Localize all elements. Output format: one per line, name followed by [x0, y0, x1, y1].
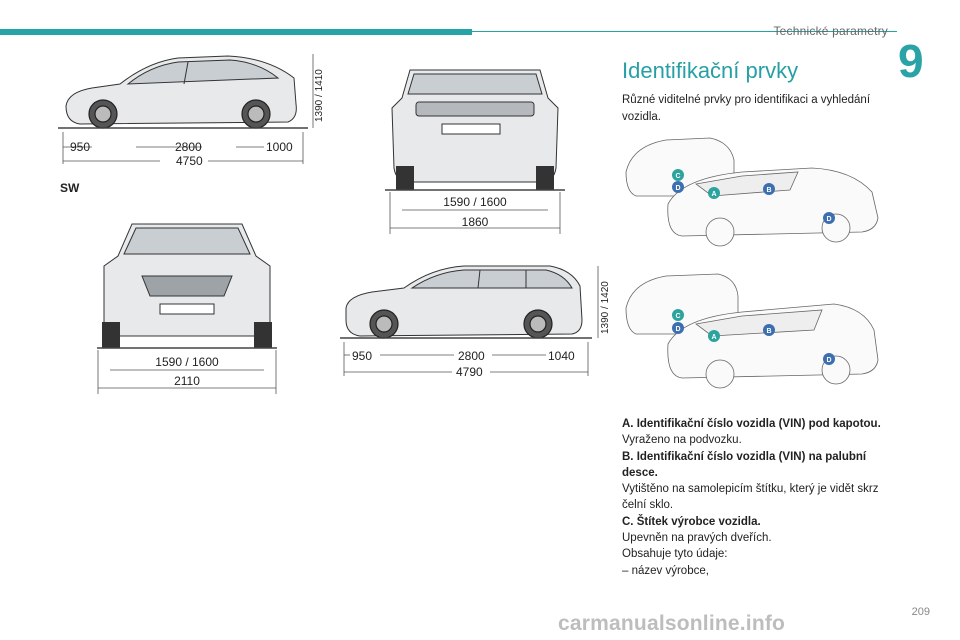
marker-d2-label-sw: D: [826, 357, 831, 364]
marker-d2-label: D: [826, 216, 831, 223]
item-c-text-3: – název výrobce,: [622, 564, 709, 577]
watermark: carmanualsonline.info: [558, 612, 786, 635]
sw-length: 4790: [456, 365, 483, 379]
sw-label: SW: [60, 181, 80, 195]
identification-illustration-sedan: C D A B D: [625, 137, 879, 247]
marker-d-label: D: [675, 185, 680, 192]
sedan-height: 1390 / 1410: [314, 69, 325, 122]
sedan-wheelbase: 2800: [175, 140, 202, 154]
sw-front-track: 1590 / 1600: [155, 355, 219, 369]
header-rule: [472, 31, 897, 32]
sw-front-width: 2110: [174, 374, 200, 388]
item-a-text: Vyraženo na podvozku.: [622, 434, 742, 447]
item-c-text-2: Obsahuje tyto údaje:: [622, 548, 728, 561]
sw-front-overhang: 950: [352, 349, 372, 363]
identification-illustration-sw: C D A B D: [625, 273, 879, 389]
item-a-title: A. Identifikační číslo vozidla (VIN) pod…: [622, 418, 881, 430]
sedan-rear-width: 1860: [462, 215, 489, 229]
sedan-front-overhang: 950: [70, 140, 90, 154]
marker-c-label-sw: C: [675, 313, 680, 320]
item-c-text-1: Upevněn na pravých dveřích.: [622, 532, 772, 545]
sedan-length: 4750: [176, 154, 203, 168]
page-heading: Identifikační prvky: [622, 58, 799, 83]
sedan-side-diagram: 950 2800 1000 4750 1390 / 1410: [58, 54, 325, 168]
item-b-title: B. Identifikační číslo vozidla (VIN) na …: [622, 450, 867, 479]
marker-d-label-sw: D: [675, 326, 680, 333]
chapter-number: 9: [898, 35, 924, 87]
sw-side-diagram: 950 2800 1040 4790 1390 / 1420: [340, 265, 610, 379]
marker-a-label-sw: A: [711, 334, 716, 341]
section-title: Technické parametry: [773, 24, 888, 38]
sedan-rear-diagram: 1590 / 1600 1860: [385, 69, 565, 234]
sw-wheelbase: 2800: [458, 349, 485, 363]
sedan-rear-track: 1590 / 1600: [443, 195, 507, 209]
sedan-rear-overhang: 1000: [266, 140, 293, 154]
marker-a-label: A: [711, 191, 716, 198]
marker-c-label: C: [675, 173, 680, 180]
item-c-title: C. Štítek výrobce vozidla.: [622, 515, 761, 528]
identification-list: A. Identifikační číslo vozidla (VIN) pod…: [622, 416, 892, 579]
header-accent-bar: [0, 29, 472, 35]
marker-b-label: B: [766, 187, 771, 194]
marker-b-label-sw: B: [766, 328, 771, 335]
sw-front-diagram: 1590 / 1600 2110: [97, 223, 277, 394]
intro-text: Různé viditelné prvky pro identifikaci a…: [622, 94, 871, 123]
item-b-text: Vytištěno na samolepicím štítku, který j…: [622, 483, 879, 512]
sw-rear-overhang: 1040: [548, 349, 575, 363]
sw-height: 1390 / 1420: [600, 281, 610, 334]
page-number: 209: [911, 606, 930, 618]
